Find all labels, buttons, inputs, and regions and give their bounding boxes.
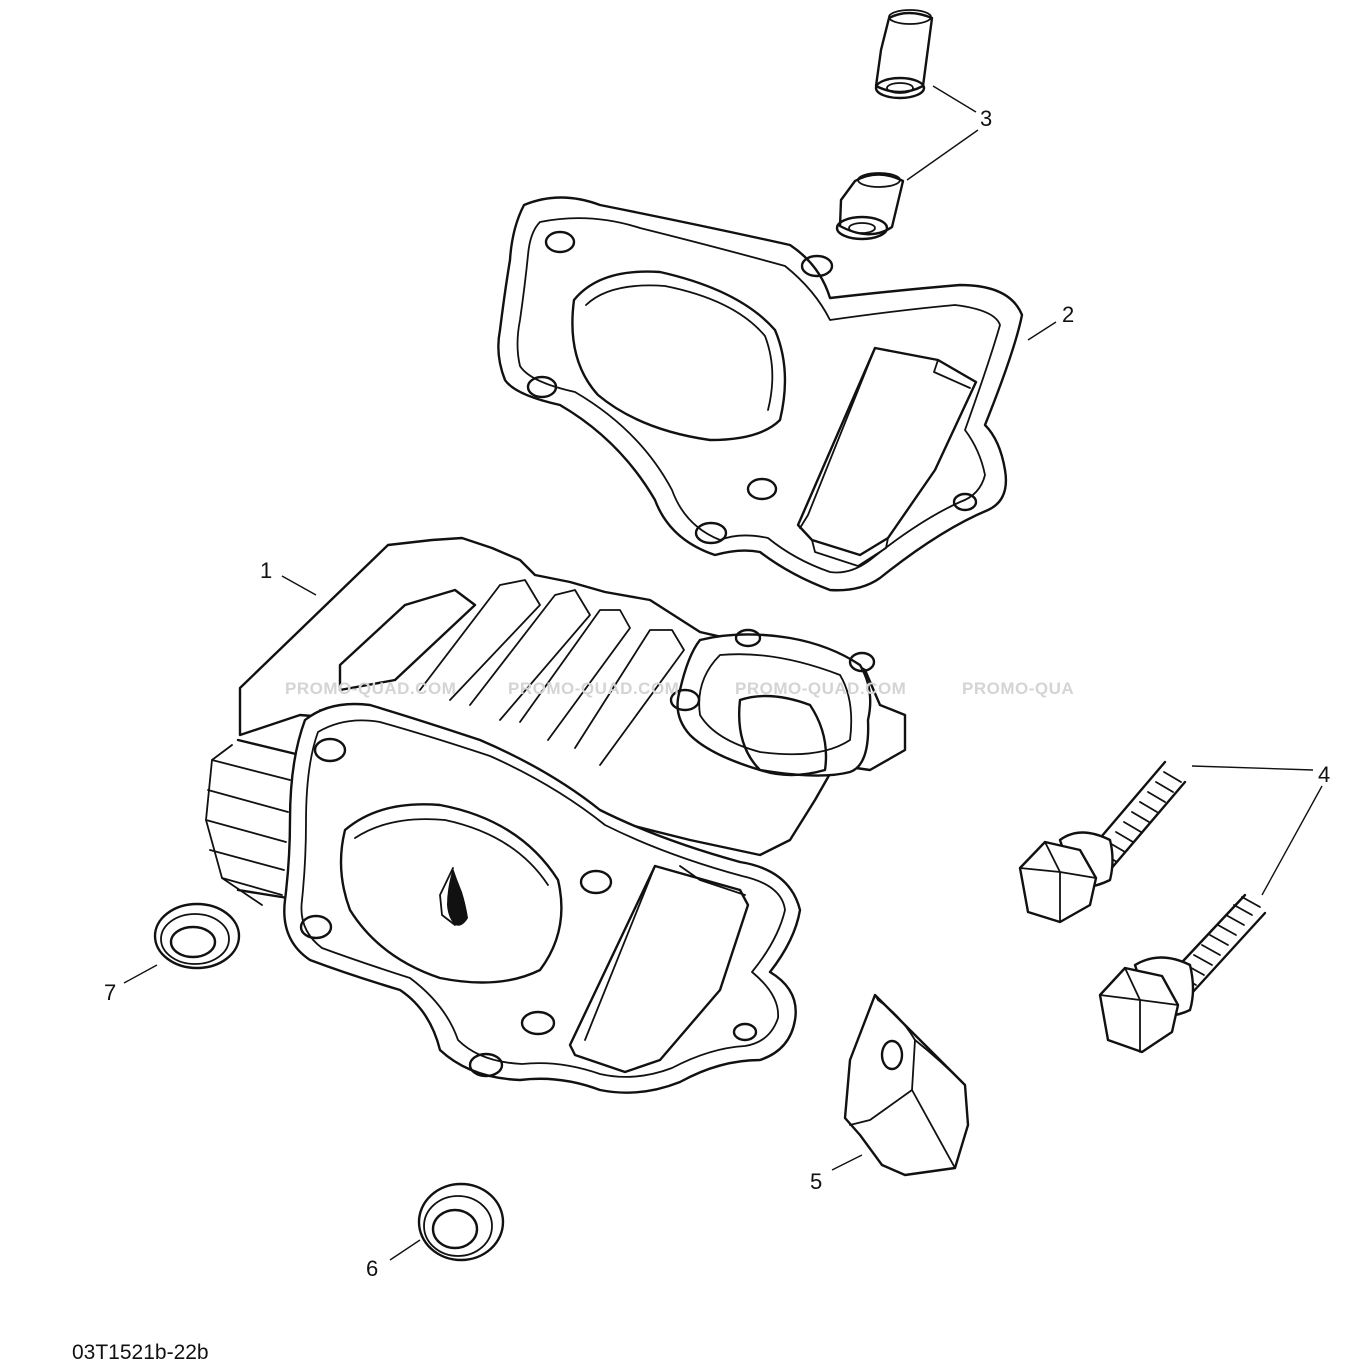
part-2-cylinder-head-gasket	[497, 196, 1024, 592]
part-4-flange-bolt-lower	[1098, 893, 1267, 1054]
leader-lines	[123, 85, 1323, 1261]
part-1-cylinder-block	[205, 536, 907, 1094]
callout-7: 7	[104, 980, 116, 1005]
part-3-dowel-pin-lower	[835, 172, 905, 241]
leader-5	[831, 1154, 863, 1171]
leader-4b	[1261, 785, 1323, 896]
drawing-reference-code: 03T1521b-22b	[72, 1341, 209, 1364]
callout-numbers: 1 2 3 4 5 6 7	[104, 106, 1330, 1281]
callout-2: 2	[1062, 302, 1074, 327]
leader-6	[389, 1239, 421, 1261]
callout-1: 1	[260, 558, 272, 583]
part-5-cam-chain-guide	[843, 993, 970, 1177]
callout-4: 4	[1318, 762, 1330, 787]
leader-2	[1027, 321, 1057, 341]
callout-3: 3	[980, 106, 992, 131]
callout-5: 5	[810, 1169, 822, 1194]
leader-1	[281, 575, 317, 596]
watermark-text-1: PROMO-QUAD.COM	[285, 679, 456, 698]
part-4-flange-bolt-upper	[1018, 760, 1187, 924]
watermark-text-2: PROMO-QUAD.COM	[508, 679, 679, 698]
leader-3a	[932, 85, 977, 113]
part-7-o-ring-seal	[153, 902, 241, 970]
callout-6: 6	[366, 1256, 378, 1281]
watermark: PROMO-QUAD.COM PROMO-QUAD.COM PROMO-QUAD…	[285, 679, 1074, 698]
watermark-text-3: PROMO-QUAD.COM	[735, 679, 906, 698]
leader-4a	[1191, 765, 1314, 771]
leader-7	[123, 964, 158, 984]
watermark-text-4: PROMO-QUA	[962, 679, 1074, 698]
leader-3b	[906, 129, 979, 181]
part-3-dowel-pin-upper	[874, 9, 934, 100]
part-6-o-ring-seal	[417, 1182, 505, 1262]
